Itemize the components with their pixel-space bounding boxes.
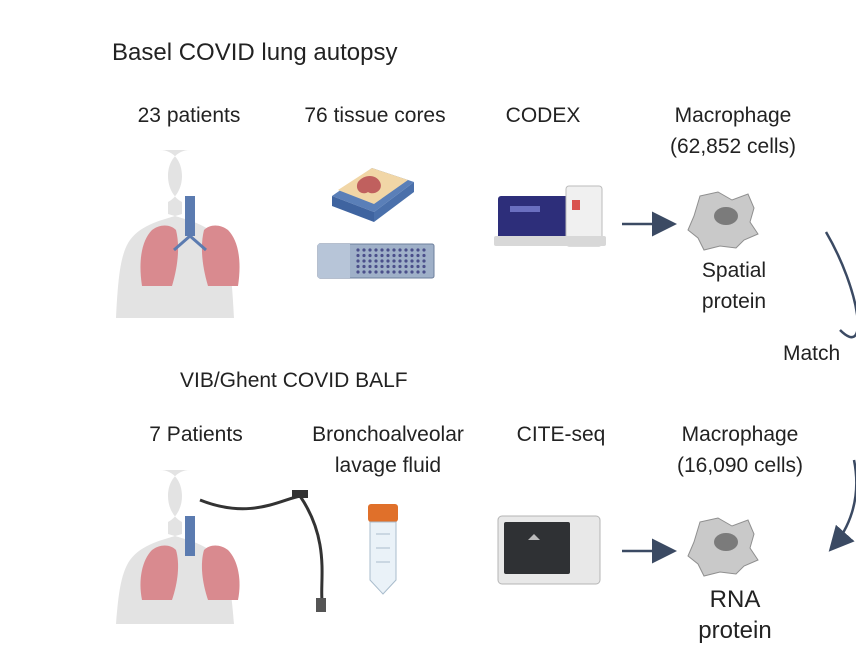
- tissue-core-dot: [404, 259, 408, 263]
- tissue-core-dot: [410, 259, 414, 263]
- output-label-top-2: protein: [701, 290, 767, 313]
- tissue-core-dot: [386, 259, 390, 263]
- tissue-core-dot: [380, 259, 384, 263]
- human-torso-icon-top: [116, 150, 240, 318]
- tissue-core-dot: [392, 259, 396, 263]
- bottom-section-title: VIB/Ghent COVID BALF: [180, 369, 408, 392]
- tissue-core-dot: [374, 248, 378, 252]
- tissue-core-dot: [416, 248, 420, 252]
- match-label: Match: [783, 342, 841, 365]
- tissue-core-dot: [398, 259, 402, 263]
- cite-seq-label: CITE-seq: [516, 423, 606, 446]
- tissue-core-dot: [422, 248, 426, 252]
- tissue-core-dot: [422, 253, 426, 258]
- tissue-core-dot: [422, 264, 426, 269]
- tissue-cores-grid: [356, 248, 426, 274]
- tissue-core-dot: [422, 259, 426, 263]
- tissue-microarray-slide-icon: [317, 243, 435, 279]
- tissue-core-dot: [416, 259, 420, 263]
- codex-instrument-icon: [494, 185, 606, 247]
- cell-count-top: (62,852 cells): [669, 135, 797, 158]
- match-arc-top: [824, 231, 856, 339]
- tissue-core-dot: [410, 248, 414, 252]
- tissue-core-dot: [392, 270, 396, 274]
- tissue-core-dot: [410, 264, 414, 269]
- macrophage-label-bottom: Macrophage: [681, 423, 799, 446]
- tissue-core-dot: [422, 270, 426, 274]
- tissue-core-dot: [404, 264, 408, 269]
- tissue-core-dot: [398, 270, 402, 274]
- tissue-block-icon: [332, 168, 414, 222]
- cite-seq-instrument-icon: [497, 515, 601, 585]
- patients-label-top: 23 patients: [137, 104, 241, 127]
- tissue-core-dot: [380, 248, 384, 252]
- tissue-core-dot: [398, 264, 402, 269]
- tissue-core-dot: [362, 253, 366, 258]
- macrophage-cell-icon-top: [687, 191, 759, 251]
- tissue-core-dot: [362, 259, 366, 263]
- sample-tube-icon: [368, 504, 398, 595]
- tissue-core-dot: [374, 259, 378, 263]
- patients-label-bottom: 7 Patients: [149, 423, 243, 446]
- tissue-core-dot: [380, 270, 384, 274]
- tissue-core-dot: [404, 270, 408, 274]
- tissue-core-dot: [386, 270, 390, 274]
- tissue-core-dot: [398, 253, 402, 258]
- tissue-core-dot: [386, 248, 390, 252]
- tissue-core-dot: [398, 248, 402, 252]
- tissue-core-dot: [386, 264, 390, 269]
- macrophage-cell-icon-bottom: [687, 517, 759, 577]
- tissue-core-dot: [356, 253, 360, 258]
- tissue-core-dot: [368, 248, 372, 252]
- tissue-core-dot: [368, 259, 372, 263]
- balf-label-2: lavage fluid: [334, 454, 442, 477]
- tissue-core-dot: [374, 253, 378, 258]
- output-label-bottom-2: protein: [698, 617, 772, 644]
- tissue-core-dot: [356, 259, 360, 263]
- tissue-core-dot: [356, 270, 360, 274]
- cell-count-bottom: (16,090 cells): [676, 454, 804, 477]
- tissue-core-dot: [392, 253, 396, 258]
- tissue-core-dot: [362, 270, 366, 274]
- tissue-core-dot: [362, 264, 366, 269]
- tissue-core-dot: [374, 264, 378, 269]
- tissue-core-dot: [392, 264, 396, 269]
- balf-label-1: Bronchoalveolar: [312, 423, 464, 446]
- codex-label: CODEX: [505, 104, 581, 127]
- match-arc-bottom: [828, 459, 856, 552]
- tissue-core-dot: [416, 253, 420, 258]
- tissue-core-dot: [416, 270, 420, 274]
- top-section-title: Basel COVID lung autopsy: [112, 39, 398, 66]
- output-label-top-1: Spatial: [701, 259, 767, 282]
- tissue-core-dot: [362, 248, 366, 252]
- macrophage-label-top: Macrophage: [674, 104, 792, 127]
- tissue-core-dot: [374, 270, 378, 274]
- output-label-bottom-1: RNA: [709, 586, 761, 613]
- tissue-core-dot: [368, 270, 372, 274]
- tissue-core-dot: [356, 248, 360, 252]
- tissue-cores-label: 76 tissue cores: [304, 104, 446, 127]
- tissue-core-dot: [356, 264, 360, 269]
- tissue-core-dot: [368, 253, 372, 258]
- tissue-core-dot: [380, 264, 384, 269]
- tissue-core-dot: [368, 264, 372, 269]
- tissue-core-dot: [404, 248, 408, 252]
- tissue-core-dot: [386, 253, 390, 258]
- tissue-core-dot: [410, 270, 414, 274]
- tissue-core-dot: [392, 248, 396, 252]
- tissue-core-dot: [410, 253, 414, 258]
- human-torso-bronchoscope-icon: [116, 470, 326, 624]
- tissue-core-dot: [404, 253, 408, 258]
- tissue-core-dot: [380, 253, 384, 258]
- tissue-core-dot: [416, 264, 420, 269]
